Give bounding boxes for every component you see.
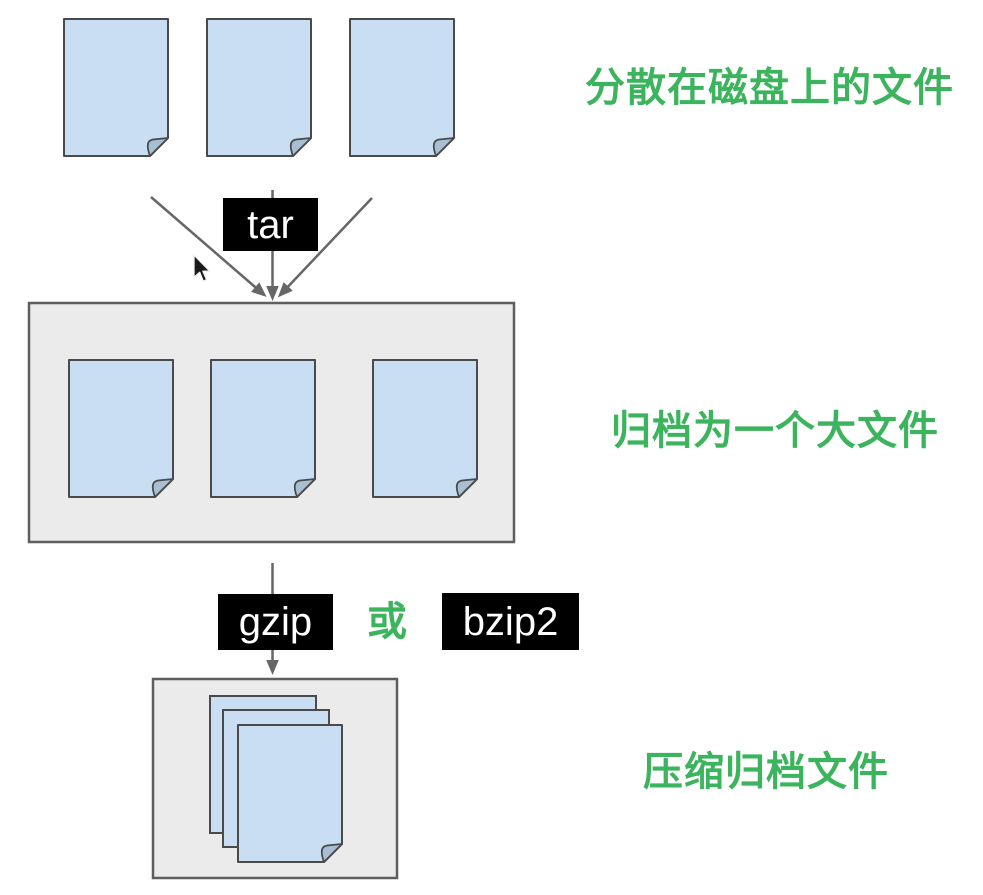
caption-compressed-file: 压缩归档文件 [643, 750, 889, 794]
file-icon [206, 18, 312, 157]
file-icon [63, 18, 169, 157]
archived-files-group [68, 359, 478, 498]
tar-label-text: tar [247, 202, 294, 247]
gzip-label-text: gzip [238, 600, 313, 644]
bzip2-label: bzip2 [442, 593, 579, 650]
or-word: 或 [367, 600, 407, 644]
gzip-label: gzip [218, 594, 333, 650]
tar-label: tar [223, 198, 318, 251]
stacked-files-group [209, 695, 343, 863]
file-icon [68, 359, 174, 498]
file-icon [237, 724, 343, 863]
file-icon [372, 359, 478, 498]
caption-archived-file: 归档为一个大文件 [611, 409, 939, 453]
caption-scattered-files: 分散在磁盘上的文件 [585, 66, 954, 110]
bzip2-label-text: bzip2 [462, 599, 559, 644]
file-icon [210, 359, 316, 498]
mouse-cursor-icon [193, 254, 211, 282]
arrow-left-diagonal [150, 196, 267, 297]
file-icon [349, 18, 455, 157]
scattered-files-group [63, 18, 455, 157]
arrow-right-diagonal [277, 197, 373, 298]
